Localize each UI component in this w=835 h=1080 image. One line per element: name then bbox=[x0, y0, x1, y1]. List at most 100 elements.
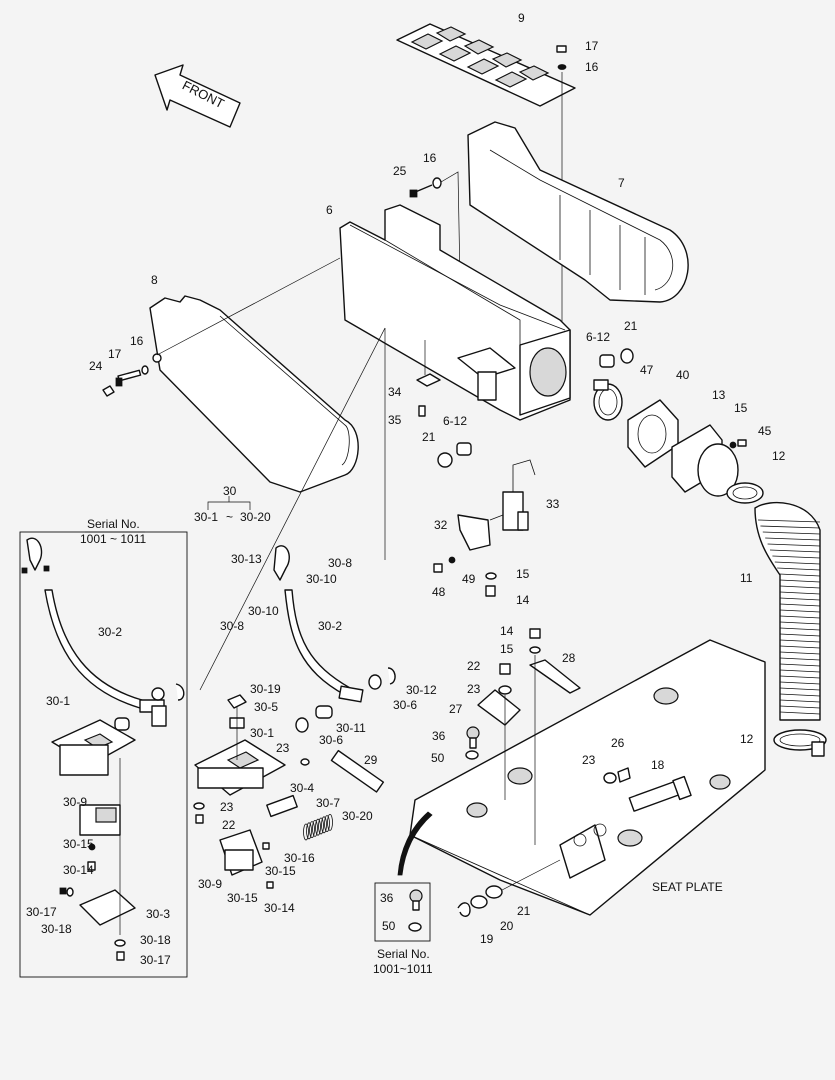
callout-label: 30-6 bbox=[393, 698, 417, 712]
part-6-12-21-lower bbox=[437, 442, 472, 468]
callout-label: 27 bbox=[449, 702, 463, 716]
hose-rib bbox=[779, 573, 821, 577]
callout-label: 40 bbox=[676, 368, 690, 382]
part-13-adaptor bbox=[671, 424, 739, 497]
group-header-left: 30-1 bbox=[194, 510, 218, 524]
callout-label: 25 bbox=[393, 164, 407, 178]
hose-rib bbox=[779, 681, 821, 685]
hose-rib bbox=[779, 591, 821, 595]
group-30-bracket bbox=[207, 496, 251, 510]
part-48-49-bolt bbox=[433, 556, 497, 597]
hose-rib bbox=[779, 663, 821, 667]
callout-label: 21 bbox=[624, 319, 638, 333]
callout-label: 30-15 bbox=[63, 837, 94, 851]
serial-box-bottom-range: 1001~1011 bbox=[373, 962, 433, 976]
spring-coil bbox=[318, 817, 324, 835]
part-11-flexible-hose bbox=[754, 501, 821, 721]
callout-label: 30-16 bbox=[284, 851, 315, 865]
callout-label: 16 bbox=[130, 334, 144, 348]
hose-rib bbox=[777, 567, 821, 571]
callout-label: 8 bbox=[151, 273, 158, 287]
callout-label: 12 bbox=[772, 449, 786, 463]
part-12-clamp-lower bbox=[773, 729, 827, 757]
callout-label: 36 bbox=[432, 729, 446, 743]
spring-coil bbox=[309, 821, 315, 838]
callout-label: 30-3 bbox=[146, 907, 170, 921]
part-18-pin bbox=[628, 775, 692, 812]
callout-label: 30-15 bbox=[265, 864, 296, 878]
callout-label: 34 bbox=[388, 385, 402, 399]
front-arrow: FRONT bbox=[154, 64, 241, 128]
part-32-bracket bbox=[457, 514, 504, 551]
hose-rib bbox=[779, 579, 821, 583]
part-12-clamp-upper bbox=[726, 482, 764, 504]
callout-label: 30-4 bbox=[290, 781, 314, 795]
callout-label: 30-20 bbox=[342, 809, 373, 823]
callout-label: 30-14 bbox=[264, 901, 295, 915]
callout-label: 30-2 bbox=[318, 619, 342, 633]
part-24-17-16-bolt-left bbox=[102, 365, 149, 397]
callout-label: 23 bbox=[467, 682, 481, 696]
serial-box-bottom-title: Serial No. bbox=[377, 947, 430, 961]
hose-rib bbox=[757, 519, 821, 523]
hose-rib bbox=[779, 597, 821, 601]
callout-label: 36 bbox=[380, 891, 394, 905]
callout-label: 23 bbox=[582, 753, 596, 767]
hose-rib bbox=[779, 639, 821, 643]
hose-rib bbox=[779, 687, 821, 691]
callout-label: 30-1 bbox=[46, 694, 70, 708]
hose-rib bbox=[779, 615, 821, 619]
part-22-23-27-upper bbox=[477, 663, 521, 800]
hose-rib bbox=[779, 585, 821, 589]
serial-box-left-range: 1001 ~ 1011 bbox=[80, 532, 147, 546]
callout-label: 23 bbox=[276, 741, 290, 755]
hose-rib bbox=[779, 705, 821, 709]
callout-label: 28 bbox=[562, 651, 576, 665]
callout-label: 30-11 bbox=[336, 721, 366, 735]
callout-label: 6-12 bbox=[443, 414, 467, 428]
spring-coil bbox=[327, 814, 333, 831]
callout-label: 18 bbox=[651, 758, 665, 772]
callout-label: 21 bbox=[422, 430, 436, 444]
hose-rib bbox=[779, 609, 821, 613]
part-40-gasket bbox=[627, 399, 679, 468]
part-34-35-bracket bbox=[416, 340, 441, 417]
spring-coil bbox=[306, 822, 312, 840]
callout-label: 50 bbox=[431, 751, 445, 765]
serial-box-left-title: Serial No. bbox=[87, 517, 140, 531]
part-15-45-bolt bbox=[729, 439, 747, 449]
part-6-frame bbox=[339, 204, 571, 421]
hose-rib bbox=[779, 651, 821, 655]
hose-rib bbox=[779, 699, 821, 703]
hose-rib bbox=[769, 549, 821, 553]
callout-label: 24 bbox=[89, 359, 103, 373]
callout-label: 30-19 bbox=[250, 682, 281, 696]
callout-label: 30-10 bbox=[248, 604, 279, 618]
callout-label: 15 bbox=[734, 401, 748, 415]
pointer-arrow bbox=[397, 811, 433, 876]
hose-rib bbox=[765, 537, 821, 541]
callout-label: 9 bbox=[518, 11, 525, 25]
part-19-20-21 bbox=[457, 859, 561, 917]
spring-coil bbox=[324, 815, 330, 832]
callout-label: 14 bbox=[516, 593, 530, 607]
callout-label: 6-12 bbox=[586, 330, 610, 344]
hose-rib bbox=[779, 603, 821, 607]
callout-label: 16 bbox=[423, 151, 437, 165]
hose-rib bbox=[772, 555, 821, 559]
seat-plate-label: SEAT PLATE bbox=[652, 880, 723, 894]
callout-label: 30-8 bbox=[220, 619, 244, 633]
hose-rib bbox=[774, 561, 821, 565]
callout-label: 30-18 bbox=[140, 933, 171, 947]
callout-label: 30-7 bbox=[316, 796, 340, 810]
part-23-26 bbox=[603, 767, 631, 784]
serial-box-bottom bbox=[374, 882, 431, 942]
callout-label: 16 bbox=[585, 60, 599, 74]
hose-rib bbox=[767, 543, 821, 547]
callout-label: 30-1 bbox=[250, 726, 274, 740]
hose-rib bbox=[762, 531, 821, 535]
part-47-clamp bbox=[593, 379, 623, 421]
callout-label: 30-9 bbox=[198, 877, 222, 891]
callout-label: 23 bbox=[220, 800, 234, 814]
